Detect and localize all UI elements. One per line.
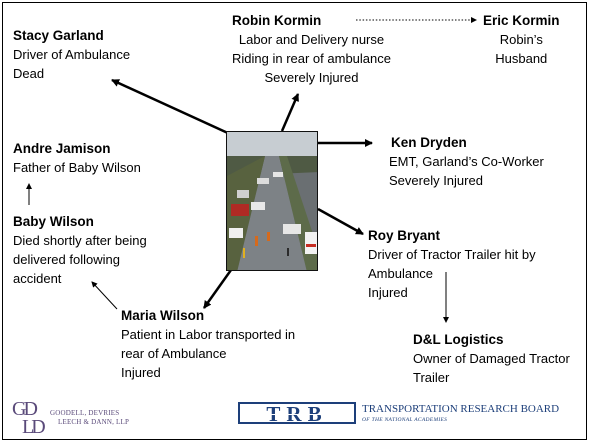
roy-bryant-name: Roy Bryant xyxy=(368,228,441,243)
arrow-to-roy-bryant xyxy=(317,207,364,236)
robin-kormin-status: Severely Injured xyxy=(264,70,359,85)
law-firm-name: GOODELL, DEVRIES LEECH & DANN, LLP xyxy=(50,409,130,426)
maria-wilson-status: Injured xyxy=(121,365,161,380)
law-firm-logo: GD LD GOODELL, DEVRIES LEECH & DANN, LLP xyxy=(12,398,152,438)
trb-logo-box: TRB xyxy=(238,402,356,425)
baby-wilson-line3: accident xyxy=(13,271,62,286)
andre-jamison-role: Father of Baby Wilson xyxy=(13,160,141,175)
node-robin-kormin: Robin Kormin Labor and Delivery nurse Ri… xyxy=(232,11,391,87)
stacy-garland-name: Stacy Garland xyxy=(13,28,104,43)
ken-dryden-name: Ken Dryden xyxy=(391,135,467,150)
robin-kormin-position: Riding in rear of ambulance xyxy=(232,51,391,66)
node-stacy-garland: Stacy Garland Driver of Ambulance Dead xyxy=(13,26,130,83)
robin-kormin-name: Robin Kormin xyxy=(232,13,322,28)
robin-kormin-role: Labor and Delivery nurse xyxy=(238,32,385,47)
node-roy-bryant: Roy Bryant Driver of Tractor Trailer hit… xyxy=(368,226,536,302)
eric-kormin-relation-line1: Robin’s xyxy=(499,32,543,47)
andre-jamison-name: Andre Jamison xyxy=(13,141,111,156)
stacy-garland-status: Dead xyxy=(13,66,45,81)
arrow-to-robin-kormin xyxy=(280,93,300,132)
maria-wilson-name: Maria Wilson xyxy=(121,308,205,323)
baby-wilson-name: Baby Wilson xyxy=(13,214,94,229)
node-baby-wilson: Baby Wilson Died shortly after being del… xyxy=(13,212,147,288)
node-eric-kormin: Eric Kormin Robin’s Husband xyxy=(483,11,560,68)
stacy-garland-role: Driver of Ambulance xyxy=(13,47,131,62)
dl-logistics-role-line1: Owner of Damaged Tractor xyxy=(413,351,570,366)
baby-wilson-line2: delivered following xyxy=(13,252,120,267)
baby-wilson-line1: Died shortly after being xyxy=(13,233,147,248)
maria-wilson-role-line2: rear of Ambulance xyxy=(121,346,227,361)
node-dl-logistics: D&L Logistics Owner of Damaged Tractor T… xyxy=(413,330,570,387)
node-andre-jamison: Andre Jamison Father of Baby Wilson xyxy=(13,139,141,177)
arrow-to-stacy-garland xyxy=(111,78,231,136)
trb-logo-name: TRANSPORTATION RESEARCH BOARD xyxy=(362,403,560,415)
roy-bryant-status: Injured xyxy=(368,285,408,300)
roy-bryant-role-line1: Driver of Tractor Trailer hit by xyxy=(368,247,536,262)
ken-dryden-status: Severely Injured xyxy=(389,173,483,188)
arrow-to-baby-wilson xyxy=(91,281,118,310)
maria-wilson-role-line1: Patient in Labor transported in xyxy=(121,327,296,342)
trb-logo-subtitle: OF THE NATIONAL ACADEMIES xyxy=(362,417,448,423)
dl-logistics-role-line2: Trailer xyxy=(413,370,450,385)
accident-scene-photo xyxy=(226,131,318,271)
eric-kormin-relation-line2: Husband xyxy=(495,51,548,66)
node-maria-wilson: Maria Wilson Patient in Labor transporte… xyxy=(121,306,295,382)
node-ken-dryden: Ken Dryden EMT, Garland’s Co-Worker Seve… xyxy=(389,133,544,190)
law-firm-monogram: GD LD xyxy=(12,398,46,438)
eric-kormin-name: Eric Kormin xyxy=(483,13,560,28)
ken-dryden-role: EMT, Garland’s Co-Worker xyxy=(389,154,544,169)
roy-bryant-role-line2: Ambulance xyxy=(368,266,434,281)
dl-logistics-name: D&L Logistics xyxy=(413,332,504,347)
